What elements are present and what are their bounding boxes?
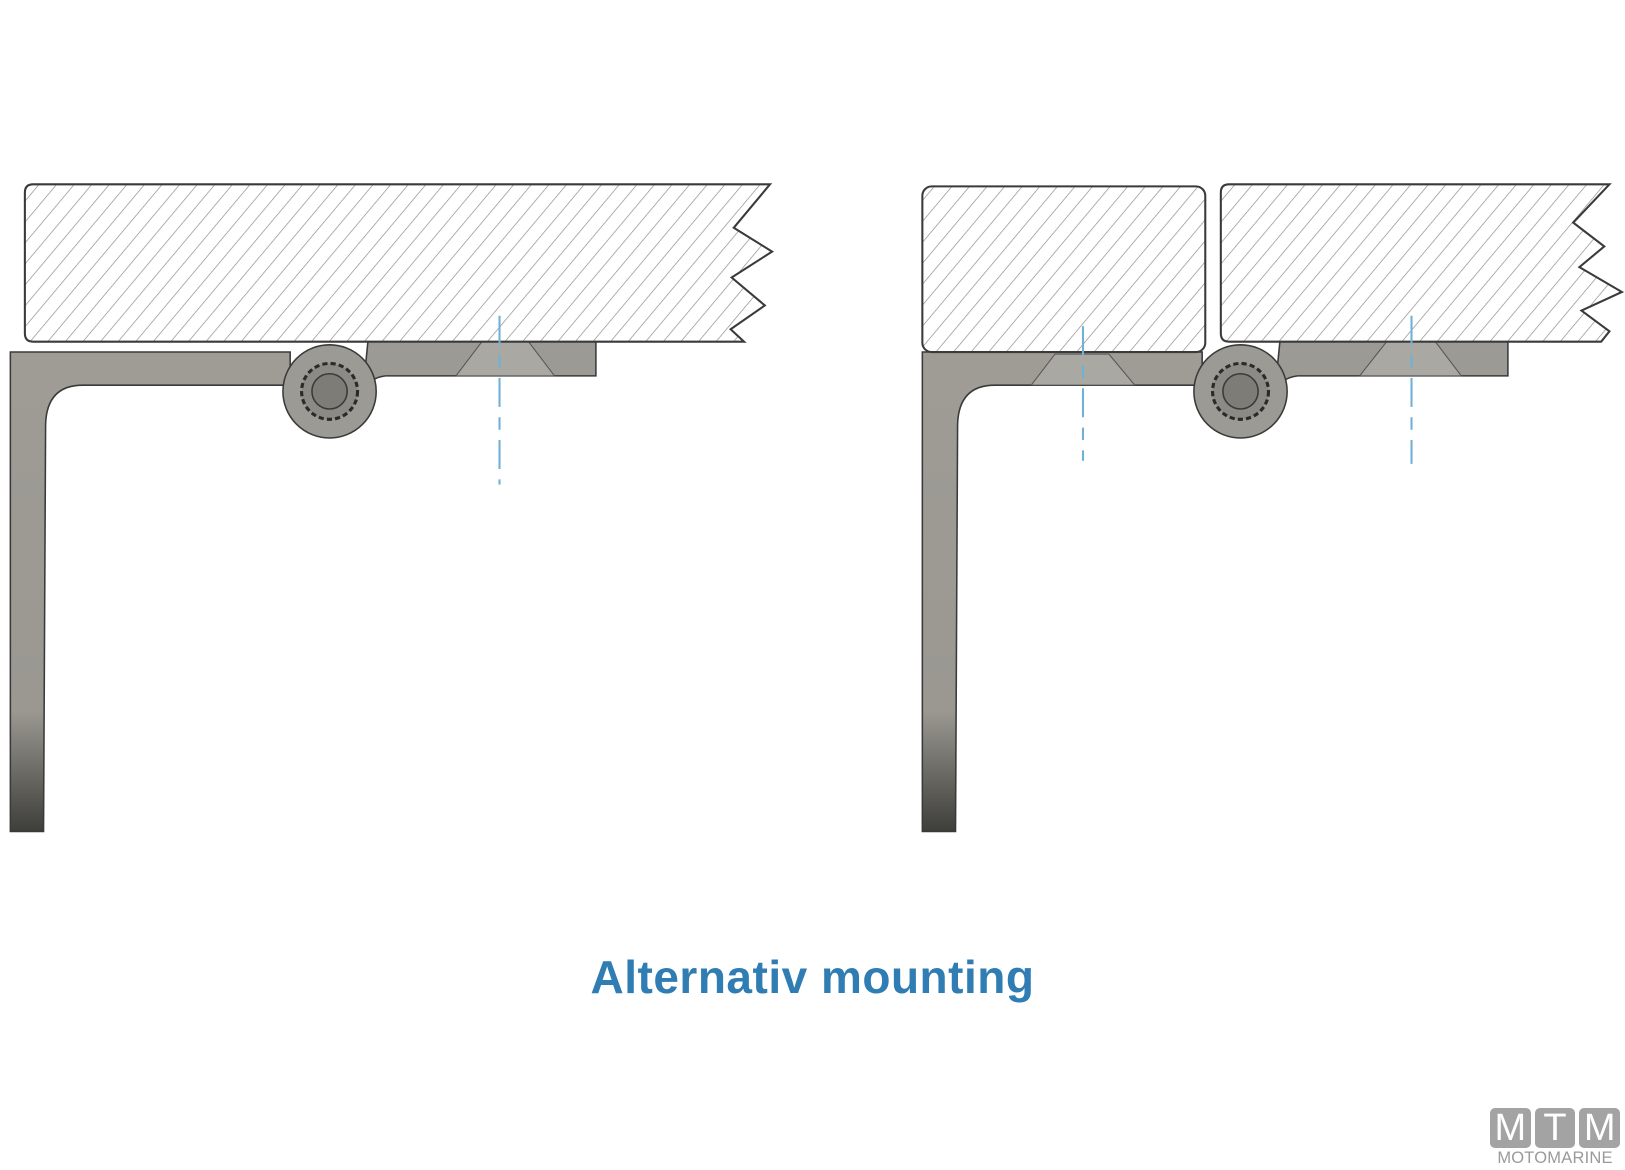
diagram-caption: Alternativ mounting	[590, 951, 1035, 1003]
hinge-knuckle-left	[282, 344, 377, 439]
logo-letter: T	[1534, 1108, 1576, 1148]
left-assembly	[9, 183, 775, 833]
panel-right-short	[921, 185, 1207, 354]
motomarine-logo: M T M MOTOMARINE	[1490, 1108, 1621, 1168]
panel-left	[23, 183, 775, 343]
bracket-left	[9, 351, 291, 833]
logo-letter: M	[1490, 1108, 1531, 1148]
right-assembly	[921, 183, 1625, 833]
logo-letter: M	[1579, 1108, 1621, 1148]
logo-wordmark: MOTOMARINE	[1497, 1149, 1613, 1167]
hinge-knuckle-right	[1193, 344, 1288, 439]
bracket-right	[921, 351, 1203, 833]
panel-right-long	[1219, 183, 1625, 343]
